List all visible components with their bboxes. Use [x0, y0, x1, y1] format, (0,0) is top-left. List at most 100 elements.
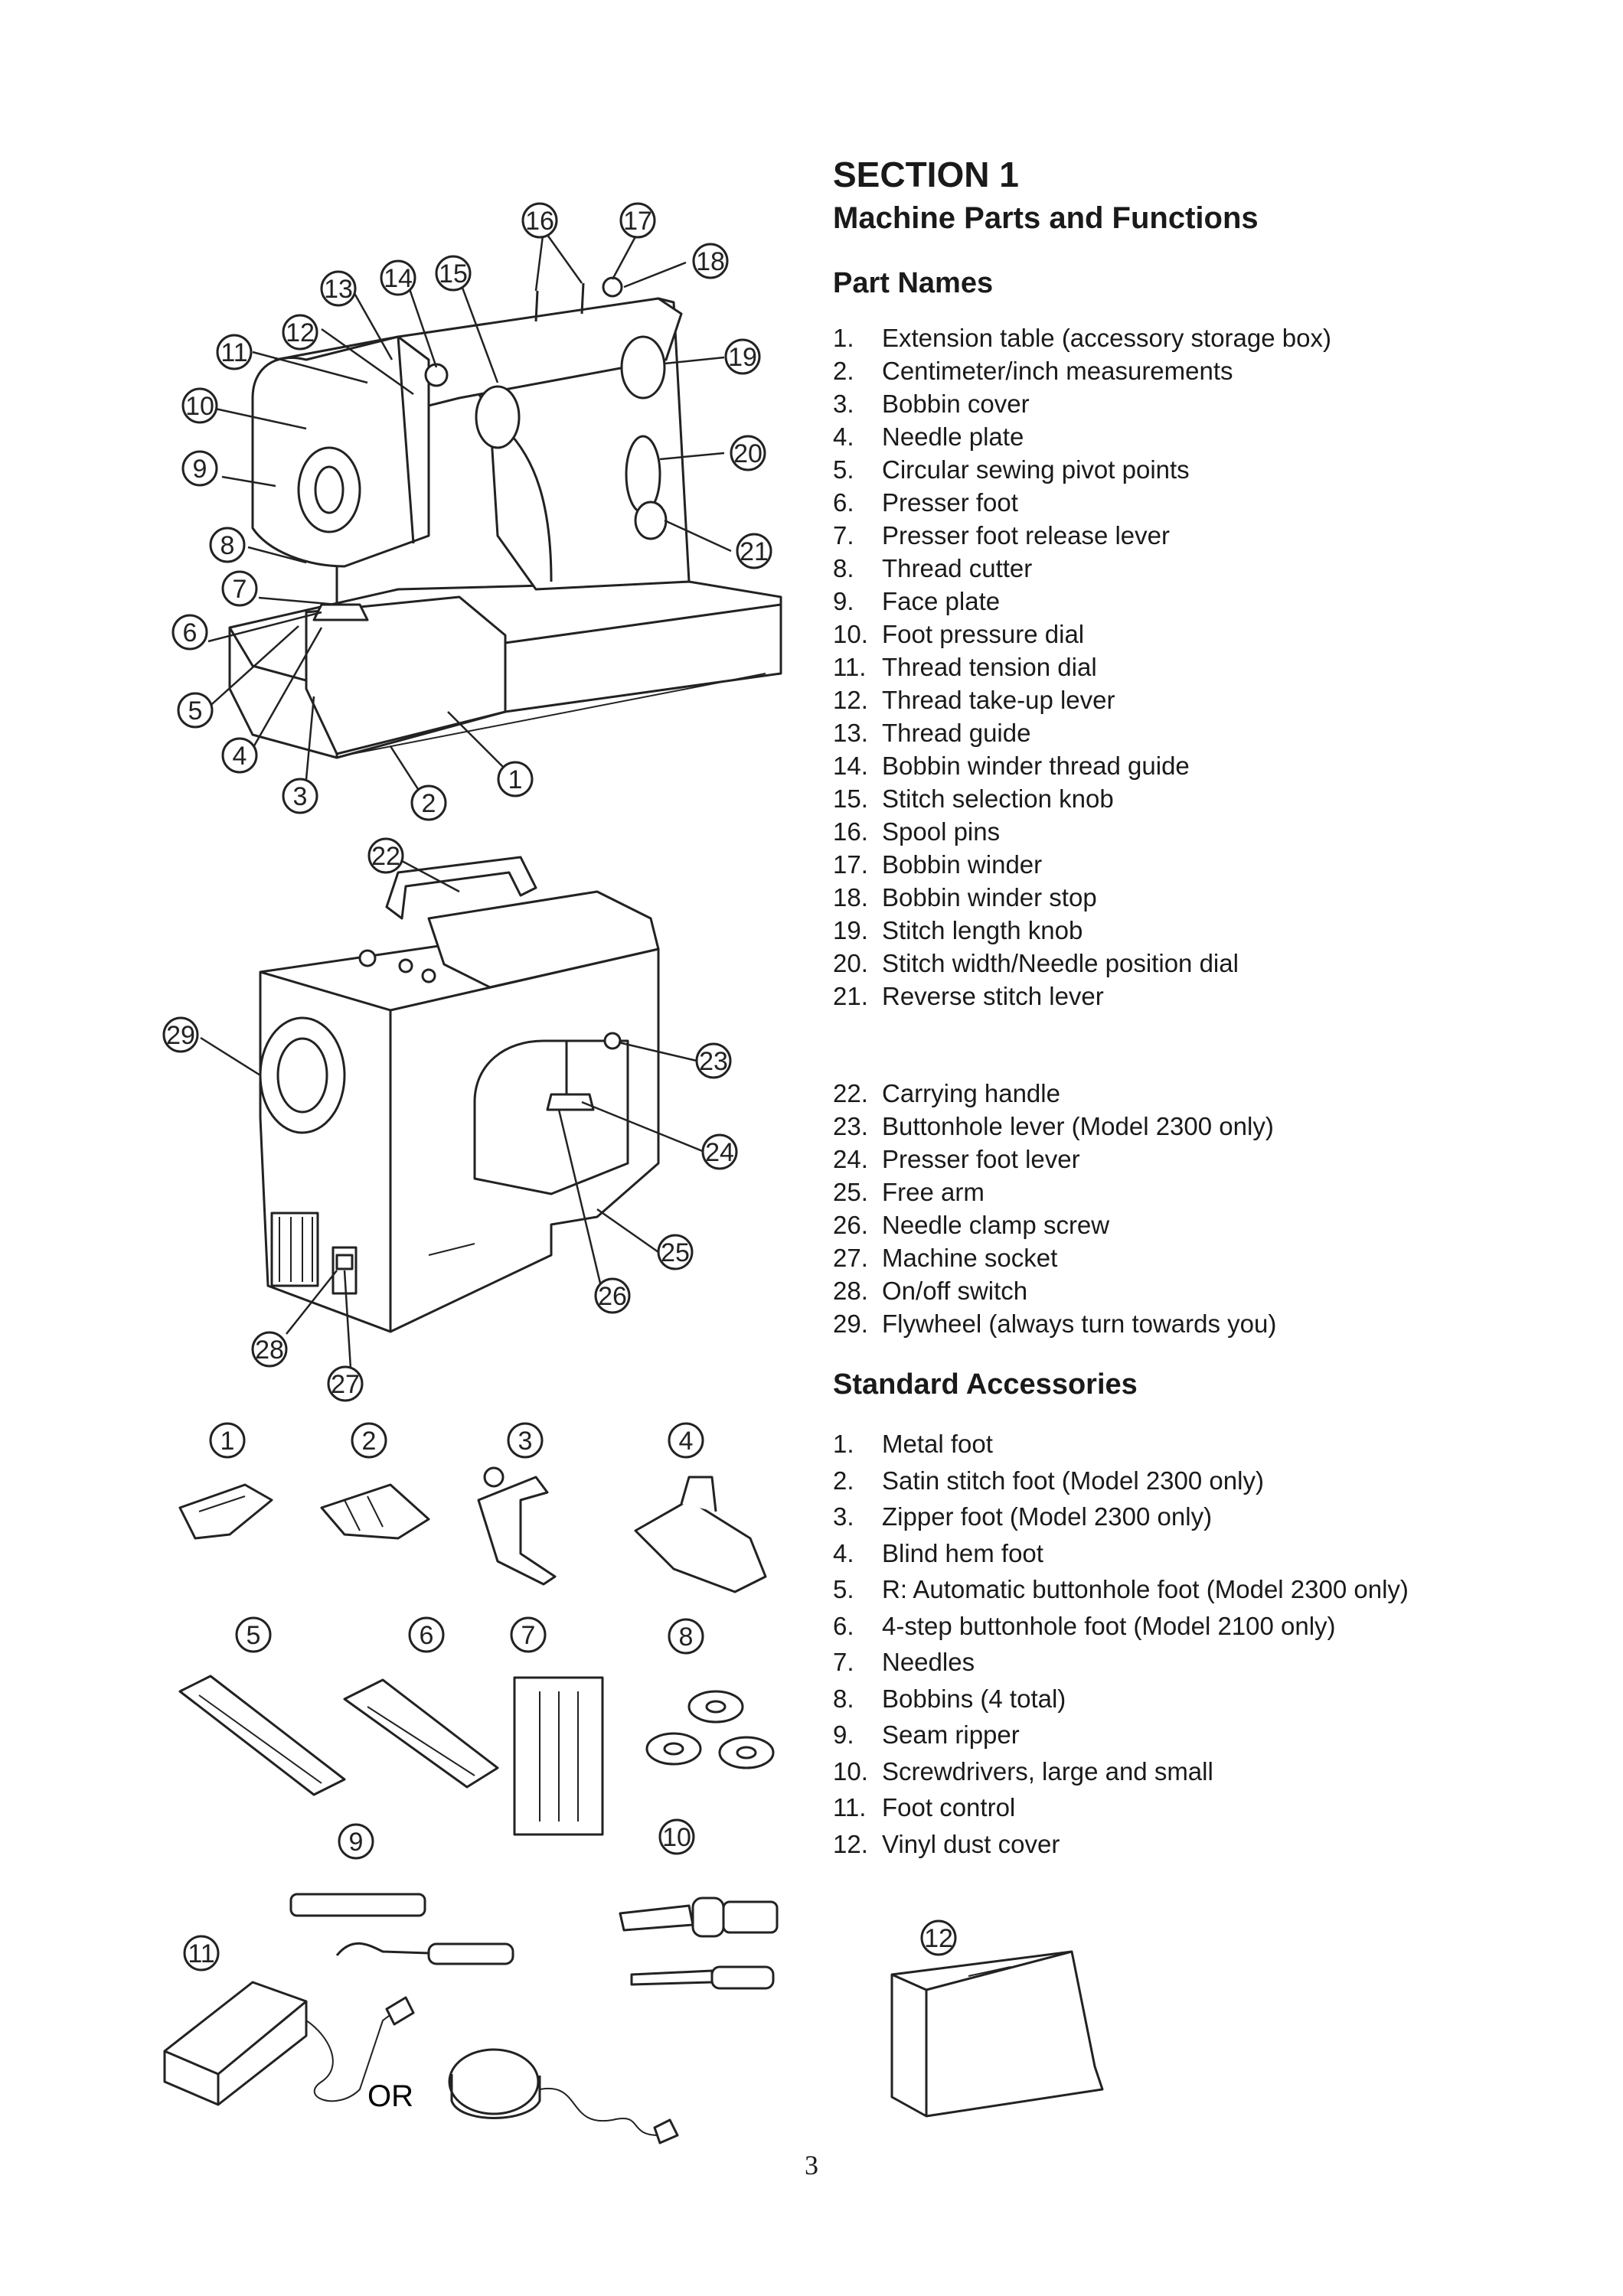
list-item-number: 6. — [833, 1611, 854, 1640]
text-column: SECTION 1 Machine Parts and Functions Pa… — [833, 153, 1553, 1862]
list-item: 5.R: Automatic buttonhole foot (Model 23… — [833, 1571, 1553, 1608]
list-item: 21. Reverse stitch lever — [833, 980, 1553, 1013]
list-item-text: Stitch selection knob — [882, 784, 1114, 813]
svg-text:18: 18 — [696, 247, 725, 276]
back-callouts: 22 23 24 25 26 27 28 29 — [162, 837, 738, 1402]
list-item-number: 7. — [833, 1648, 854, 1676]
list-item-text: Presser foot lever — [882, 1145, 1080, 1173]
list-item: 10.Foot pressure dial — [833, 618, 1553, 651]
list-item: 19.Stitch length knob — [833, 914, 1553, 947]
list-item-text: 4-step buttonhole foot (Model 2100 only) — [882, 1611, 1336, 1640]
list-item-text: Thread tension dial — [882, 653, 1097, 681]
list-item-text: R: Automatic buttonhole foot (Model 2300… — [882, 1575, 1409, 1603]
svg-text:4: 4 — [679, 1427, 694, 1456]
list-item-number: 23. — [833, 1112, 868, 1140]
list-item: 29.Flywheel (always turn towards you) — [833, 1307, 1553, 1340]
list-item-text: Circular sewing pivot points — [882, 455, 1190, 484]
list-item-number: 1. — [833, 1430, 854, 1458]
svg-text:OR: OR — [367, 2079, 413, 2113]
list-item-number: 8. — [833, 1684, 854, 1713]
section-title: SECTION 1 — [833, 155, 1019, 194]
list-item-text: Thread take-up lever — [882, 686, 1115, 714]
list-item-number: 21. — [833, 982, 868, 1010]
list-item: 11.Foot control — [833, 1789, 1553, 1826]
list-item-number: 10. — [833, 1756, 868, 1786]
list-item-number: 1. — [833, 324, 854, 352]
list-item-number: 11. — [833, 653, 867, 681]
list-item-text: Spool pins — [882, 817, 1001, 846]
list-item-text: Free arm — [882, 1178, 985, 1206]
list-item-number: 20. — [833, 949, 868, 977]
list-item: 5.Circular sewing pivot points — [833, 453, 1553, 486]
list-item-text: Metal foot — [882, 1430, 993, 1458]
list-item: 17.Bobbin winder — [833, 848, 1553, 881]
svg-text:11: 11 — [220, 338, 247, 367]
list-item-text: Screwdrivers, large and small — [882, 1756, 1213, 1786]
page-number: 3 — [805, 2150, 818, 2180]
list-item-number: 14. — [833, 752, 868, 780]
list-item-text: Extension table (accessory storage box) — [882, 324, 1331, 352]
list-item: 28.On/off switch — [833, 1274, 1553, 1307]
svg-text:12: 12 — [924, 1924, 953, 1953]
svg-text:17: 17 — [623, 207, 652, 236]
svg-text:23: 23 — [699, 1047, 728, 1076]
list-item-text: Needle clamp screw — [882, 1211, 1110, 1239]
list-item-text: Stitch length knob — [882, 916, 1083, 944]
svg-text:5: 5 — [188, 696, 203, 726]
list-item-number: 12. — [833, 686, 868, 714]
list-item-text: Buttonhole lever (Model 2300 only) — [882, 1112, 1274, 1140]
svg-text:19: 19 — [728, 343, 757, 372]
list-item: 18.Bobbin winder stop — [833, 881, 1553, 914]
list-item: 27.Machine socket — [833, 1241, 1553, 1274]
list-item-number: 15. — [833, 784, 868, 813]
list-item-number: 11. — [833, 1793, 867, 1821]
list-item-text: Reverse stitch lever — [882, 982, 1104, 1010]
list-item-text: Centimeter/inch measurements — [882, 357, 1233, 385]
svg-text:14: 14 — [384, 264, 413, 293]
svg-text:28: 28 — [255, 1336, 284, 1365]
svg-text:20: 20 — [733, 439, 763, 468]
list-item: 4. Blind hem foot — [833, 1535, 1553, 1572]
svg-text:8: 8 — [679, 1623, 694, 1652]
list-item-text: Presser foot — [882, 488, 1018, 517]
svg-text:12: 12 — [286, 318, 315, 347]
svg-text:8: 8 — [220, 531, 235, 560]
list-item-number: 3. — [833, 1502, 854, 1531]
list-item-number: 27. — [833, 1244, 868, 1272]
svg-text:1: 1 — [220, 1427, 235, 1456]
list-item-number: 2. — [833, 357, 854, 385]
list-item-number: 4. — [833, 1538, 854, 1567]
list-item: 26.Needle clamp screw — [833, 1208, 1553, 1241]
list-item-number: 22. — [833, 1079, 868, 1107]
svg-text:5: 5 — [247, 1621, 261, 1650]
svg-text:6: 6 — [183, 618, 198, 647]
list-item: 20.Stitch width/Needle position dial — [833, 947, 1553, 980]
list-item-text: Vinyl dust cover — [882, 1829, 1060, 1858]
svg-text:3: 3 — [518, 1427, 533, 1456]
list-item: 10. Screwdrivers, large and small — [833, 1753, 1553, 1790]
front-callouts: 1 2 3 4 5 6 7 8 9 10 11 12 13 14 15 16 1… — [171, 202, 772, 821]
list-item: 4.Needle plate — [833, 420, 1553, 453]
svg-text:16: 16 — [525, 207, 554, 236]
machine-back-view — [259, 856, 660, 1333]
list-item-number: 9. — [833, 1720, 854, 1749]
list-item: 11. Thread tension dial — [833, 651, 1553, 683]
svg-text:22: 22 — [371, 842, 400, 871]
svg-text:9: 9 — [349, 1828, 364, 1857]
list-item-text: Bobbin cover — [882, 390, 1030, 418]
list-item-number: 10. — [833, 620, 868, 648]
list-item: 16.Spool pins — [833, 815, 1553, 848]
list-item-number: 29. — [833, 1309, 868, 1338]
list-item-text: Bobbin winder stop — [882, 883, 1097, 912]
list-item-number: 3. — [833, 390, 854, 418]
list-item-number: 4. — [833, 422, 854, 451]
svg-text:25: 25 — [661, 1238, 690, 1267]
svg-text:26: 26 — [598, 1282, 627, 1311]
list-item-number: 28. — [833, 1277, 868, 1305]
list-item-text: Satin stitch foot (Model 2300 only) — [882, 1466, 1264, 1495]
list-item-text: Face plate — [882, 587, 1001, 615]
list-item-number: 17. — [833, 850, 868, 879]
svg-text:7: 7 — [233, 575, 247, 604]
list-item-text: Blind hem foot — [882, 1538, 1043, 1567]
